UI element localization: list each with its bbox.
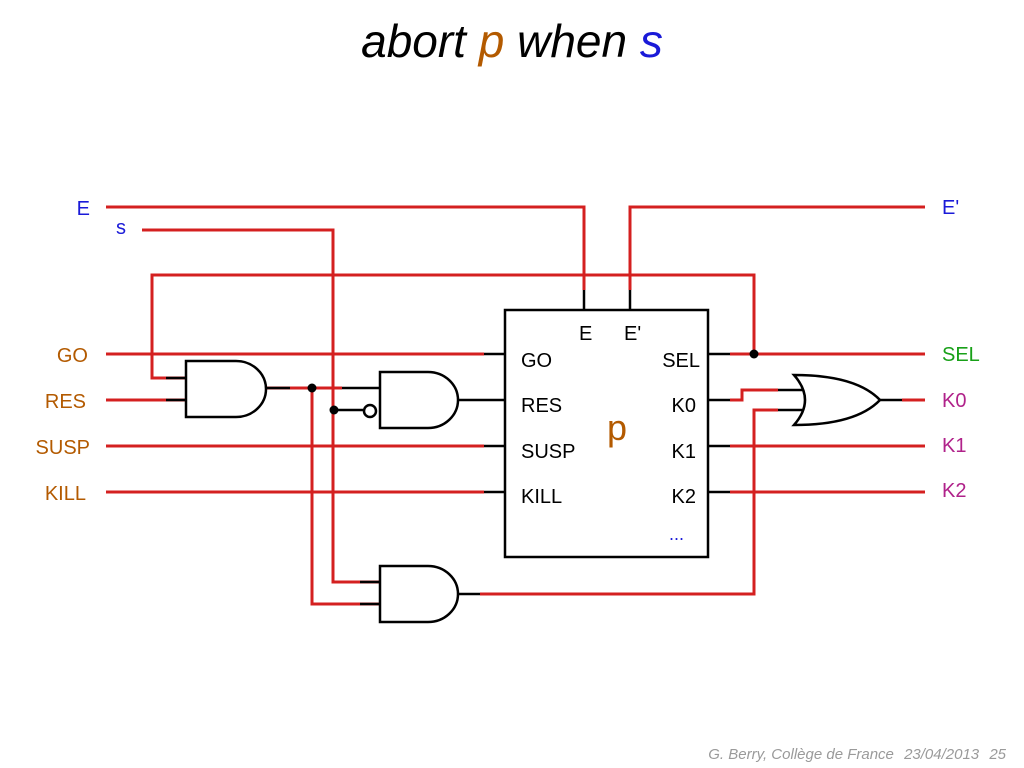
junction-dot-and1 <box>307 383 317 393</box>
label-sel: SEL <box>942 344 980 366</box>
junction-dots <box>307 349 759 415</box>
black-stubs <box>166 290 902 606</box>
footer-page: 25 <box>989 746 1006 763</box>
label-susp: SUSP <box>36 437 90 459</box>
title-s: s <box>639 15 663 67</box>
junction-dot-sel <box>749 349 759 359</box>
labels: E s GO RES SUSP KILL E' SEL K0 K1 K2 E E… <box>36 197 980 544</box>
block-label-go: GO <box>521 350 552 372</box>
and-gate-1 <box>184 359 268 419</box>
wire-and1-branch <box>310 388 380 606</box>
title-p: p <box>478 15 505 67</box>
slide-footer: G. Berry, Collège de France 23/04/2013 2… <box>702 746 1006 763</box>
block-label-kill: KILL <box>521 486 562 508</box>
label-go: GO <box>57 345 88 367</box>
and-gate-2 <box>378 370 460 430</box>
block-p <box>503 308 710 559</box>
label-e-prime: E' <box>942 197 959 219</box>
label-kill: KILL <box>45 483 86 505</box>
slide-title: abort p when s <box>0 14 1024 68</box>
inverter-bubble <box>362 403 378 419</box>
label-k0: K0 <box>942 390 966 412</box>
footer-author: G. Berry, Collège de France <box>708 746 894 763</box>
block-label-susp: SUSP <box>521 441 575 463</box>
wire-e <box>106 205 586 290</box>
title-when: when <box>517 15 628 67</box>
footer-date: 23/04/2013 <box>904 746 980 763</box>
wire-e-prime <box>628 205 925 290</box>
title-abort: abort <box>361 15 466 67</box>
block-label-k0: K0 <box>672 395 696 417</box>
junction-dot-s <box>329 405 339 415</box>
block-label-e-prime: E' <box>624 323 641 345</box>
wire-and3-out <box>480 408 778 596</box>
block-label-ellipsis: ... <box>669 524 684 544</box>
label-res: RES <box>45 391 86 413</box>
block-label-sel: SEL <box>662 350 700 372</box>
gates <box>184 308 882 624</box>
block-label-e: E <box>579 323 592 345</box>
and-gate-3 <box>378 564 460 624</box>
block-label-k2: K2 <box>672 486 696 508</box>
label-s: s <box>116 217 126 239</box>
label-k2: K2 <box>942 480 966 502</box>
red-wires <box>106 205 925 606</box>
or-gate <box>791 373 882 427</box>
block-name: p <box>607 407 627 448</box>
label-e: E <box>77 198 90 220</box>
label-k1: K1 <box>942 435 966 457</box>
block-label-k1: K1 <box>672 441 696 463</box>
wire-sel-loop <box>150 273 756 380</box>
wire-k0-in <box>730 388 778 402</box>
block-label-res: RES <box>521 395 562 417</box>
